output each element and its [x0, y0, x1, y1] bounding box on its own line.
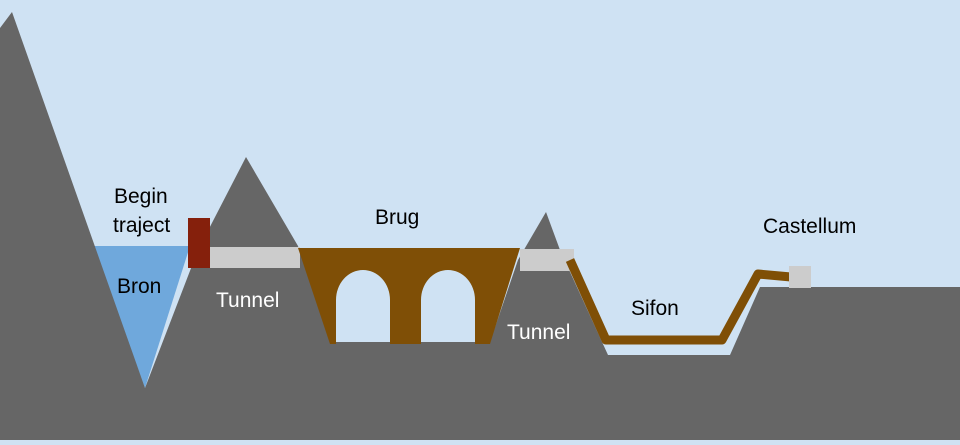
begin-trajectory-block: [188, 218, 210, 268]
tunnel-2-label: Tunnel: [507, 321, 570, 344]
begin-label-line-2: traject: [113, 214, 170, 237]
rock-terrain: [0, 12, 960, 440]
castellum-label: Castellum: [763, 215, 856, 238]
tunnel-2-channel: [520, 249, 574, 271]
source-water: [93, 246, 190, 388]
source-label: Bron: [117, 275, 161, 298]
tunnel-1-label: Tunnel: [216, 289, 279, 312]
siphon-label: Sifon: [631, 297, 679, 320]
castellum-block: [789, 266, 811, 288]
siphon-pipe: [565, 258, 792, 345]
bridge-arches: [298, 248, 520, 344]
tunnel-1-channel: [206, 247, 300, 268]
bridge-label: Brug: [375, 206, 419, 229]
begin-label-line-1: Begin: [114, 185, 168, 208]
